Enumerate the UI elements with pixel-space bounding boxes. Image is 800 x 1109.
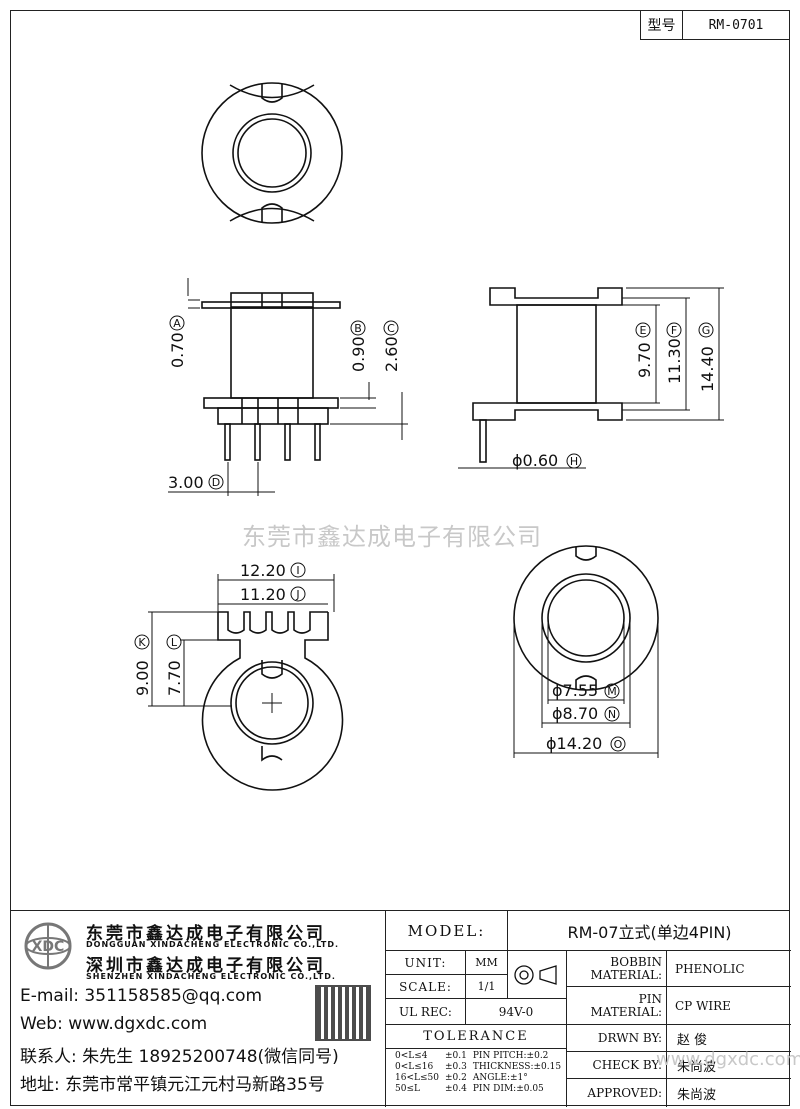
company-email: E-mail: 351158585@qq.com — [20, 986, 263, 1006]
tag-G-icon: G — [698, 322, 714, 338]
tag-M-icon: M — [604, 683, 620, 699]
tag-J-icon: J — [290, 586, 306, 602]
svg-text:N: N — [608, 708, 616, 721]
dim-I-value: 12.20 — [240, 561, 286, 580]
side-view — [458, 287, 724, 469]
dim-H-value: ϕ0.60 — [512, 451, 558, 470]
tag-H-icon: H — [566, 453, 582, 469]
company-name-en-1: DONGGUAN XINDACHENG ELECTRONIC CO.,LTD. — [86, 940, 340, 949]
company-web: Web: www.dgxdc.com — [20, 1014, 208, 1034]
projection-symbol-icon — [508, 951, 566, 999]
svg-text:I: I — [296, 564, 299, 577]
dim-E-value: 9.70 — [635, 342, 654, 378]
company-contact: 联系人: 朱先生 18925200748(微信同号) — [20, 1047, 339, 1067]
tag-C-icon: C — [383, 320, 399, 336]
dim-D-value: 3.00 — [168, 473, 204, 492]
model-value: RM-07立式(单边4PIN) — [508, 911, 791, 951]
qr-code-icon — [315, 985, 371, 1041]
dim-C-value: 2.60 — [382, 336, 401, 372]
company-name-cn-2: 深圳市鑫达成电子有限公司 — [86, 956, 326, 976]
tag-O-icon: O — [610, 736, 626, 752]
svg-text:A: A — [173, 317, 181, 330]
dim-F-value: 11.30 — [665, 338, 684, 384]
bobbin-material-label: BOBBIN MATERIAL: — [567, 951, 667, 987]
ulrec-value: 94V-0 — [466, 999, 566, 1025]
drawing-frame — [10, 10, 790, 1106]
approved-value: 朱尚波 — [677, 1087, 717, 1103]
pin-label-line1: PIN — [638, 991, 662, 1006]
unit-value: MM — [466, 951, 508, 975]
tag-L-icon: L — [166, 634, 182, 650]
front-view — [168, 278, 408, 496]
svg-text:J: J — [295, 588, 299, 601]
svg-text:M: M — [607, 685, 617, 698]
drawn-by-value: 赵 俊 — [667, 1025, 791, 1052]
dim-M-value: ϕ7.55 — [552, 681, 598, 700]
round-view — [513, 545, 659, 758]
drawn-by-label: DRWN BY: — [567, 1025, 667, 1052]
svg-text:L: L — [171, 636, 178, 649]
dim-L-value: 7.70 — [165, 660, 184, 696]
technical-drawing: 0.70 0.90 2.60 3.00 9.70 11.30 14.40 ϕ0.… — [133, 82, 724, 791]
ulrec-label: UL REC: — [386, 999, 466, 1025]
tag-A-icon: A — [169, 315, 185, 331]
svg-text:F: F — [671, 324, 677, 337]
company-name-cn-1: 东莞市鑫达成电子有限公司 — [86, 924, 326, 944]
svg-text:K: K — [138, 636, 146, 649]
bobbin-material-value: PHENOLIC — [667, 951, 791, 987]
svg-text:H: H — [570, 455, 578, 468]
tolerance-label: TOLERANCE — [386, 1025, 566, 1049]
watermark-url: www.dgxdc.com — [656, 1049, 800, 1070]
pin-material-label: PIN MATERIAL: — [567, 987, 667, 1025]
svg-text:D: D — [212, 476, 220, 489]
tag-E-icon: E — [635, 322, 651, 338]
dim-J-value: 11.20 — [240, 585, 286, 604]
approved-label: APPROVED: — [567, 1079, 667, 1107]
check-by-value: 朱尚波 — [667, 1052, 791, 1079]
svg-text:G: G — [702, 324, 711, 337]
svg-text:XDC: XDC — [32, 939, 65, 955]
pin-material-value: CP WIRE — [667, 987, 791, 1025]
header-model-label: 型号 — [641, 11, 683, 39]
check-by-label: CHECK BY: — [567, 1052, 667, 1079]
header-model-box: 型号 RM-0701 — [640, 10, 790, 40]
scale-value: 1/1 — [466, 975, 508, 999]
bottom-view — [148, 574, 344, 791]
tag-F-icon: F — [666, 322, 682, 338]
company-address: 地址: 东莞市常平镇元江元村马新路35号 — [20, 1075, 325, 1095]
dim-A-value: 0.70 — [168, 332, 187, 368]
top-view — [201, 82, 343, 224]
tag-I-icon: I — [290, 562, 306, 578]
bobbin-label-line2: MATERIAL: — [590, 967, 662, 982]
scale-label: SCALE: — [386, 975, 466, 999]
svg-text:C: C — [387, 322, 395, 335]
pin-label-line2: MATERIAL: — [590, 1004, 662, 1019]
dim-B-value: 0.90 — [349, 336, 368, 372]
svg-text:B: B — [354, 322, 362, 335]
header-model-code: RM-0701 — [708, 17, 764, 33]
company-logo-icon: XDC — [20, 921, 76, 971]
svg-text:O: O — [614, 738, 623, 751]
dim-K-value: 9.00 — [133, 660, 152, 696]
tag-K-icon: K — [134, 634, 150, 650]
title-grid: MODEL: RM-07立式(单边4PIN) UNIT: MM SCALE: 1… — [385, 911, 800, 1107]
svg-text:E: E — [640, 324, 647, 337]
unit-label: UNIT: — [386, 951, 466, 975]
watermark: 东莞市鑫达成电子有限公司 — [242, 523, 542, 551]
tag-N-icon: N — [604, 706, 620, 722]
dim-N-value: ϕ8.70 — [552, 704, 598, 723]
tag-D-icon: D — [208, 474, 224, 490]
model-label: MODEL: — [386, 911, 508, 951]
tag-B-icon: B — [350, 320, 366, 336]
company-name-en-2: SHENZHEN XINDACHENG ELECTRONIC CO.,LTD. — [86, 972, 336, 981]
title-block: XDC 东莞市鑫达成电子有限公司 DONGGUAN XINDACHENG ELE… — [10, 910, 800, 1107]
dim-G-value: 14.40 — [698, 346, 717, 392]
dim-O-value: ϕ14.20 — [546, 734, 602, 753]
bobbin-label-line1: BOBBIN — [610, 954, 662, 969]
